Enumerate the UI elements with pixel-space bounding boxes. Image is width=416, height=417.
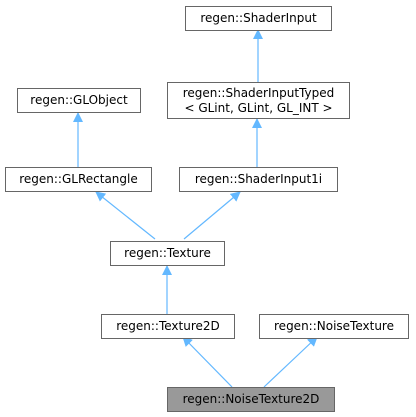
node-shader-input[interactable]: regen::ShaderInput (185, 6, 332, 31)
node-label: regen::ShaderInput1i (194, 172, 323, 186)
node-noise-texture-2d[interactable]: regen::NoiseTexture2D (167, 387, 335, 412)
node-label: regen::Texture (124, 246, 211, 260)
node-label-line2: < GLint, GLint, GL_INT > (184, 100, 333, 115)
node-label: regen::Texture2D (116, 319, 220, 333)
node-gl-object[interactable]: regen::GLObject (17, 88, 141, 113)
node-label: regen::GLObject (30, 93, 128, 107)
edge-texture-to-glrectangle (95, 191, 156, 240)
node-label: regen::NoiseTexture (274, 319, 394, 333)
node-label: regen::ShaderInput (200, 11, 317, 25)
node-gl-rectangle[interactable]: regen::GLRectangle (5, 167, 152, 192)
node-shader-input-typed[interactable]: regen::ShaderInputTyped < GLint, GLint, … (167, 82, 350, 119)
node-texture-2d[interactable]: regen::Texture2D (101, 314, 235, 339)
node-shader-input-1i[interactable]: regen::ShaderInput1i (179, 167, 338, 192)
edge-noisetexture2d-to-texture2d (182, 336, 233, 388)
node-label: regen::NoiseTexture2D (182, 392, 320, 406)
node-label: regen::GLRectangle (19, 172, 138, 186)
edge-texture-to-shaderinput1i (183, 191, 241, 240)
node-label-line1: regen::ShaderInputTyped (182, 85, 335, 100)
node-texture[interactable]: regen::Texture (110, 241, 225, 266)
node-noise-texture[interactable]: regen::NoiseTexture (259, 314, 409, 339)
edge-noisetexture2d-to-noisetexture (263, 336, 318, 388)
